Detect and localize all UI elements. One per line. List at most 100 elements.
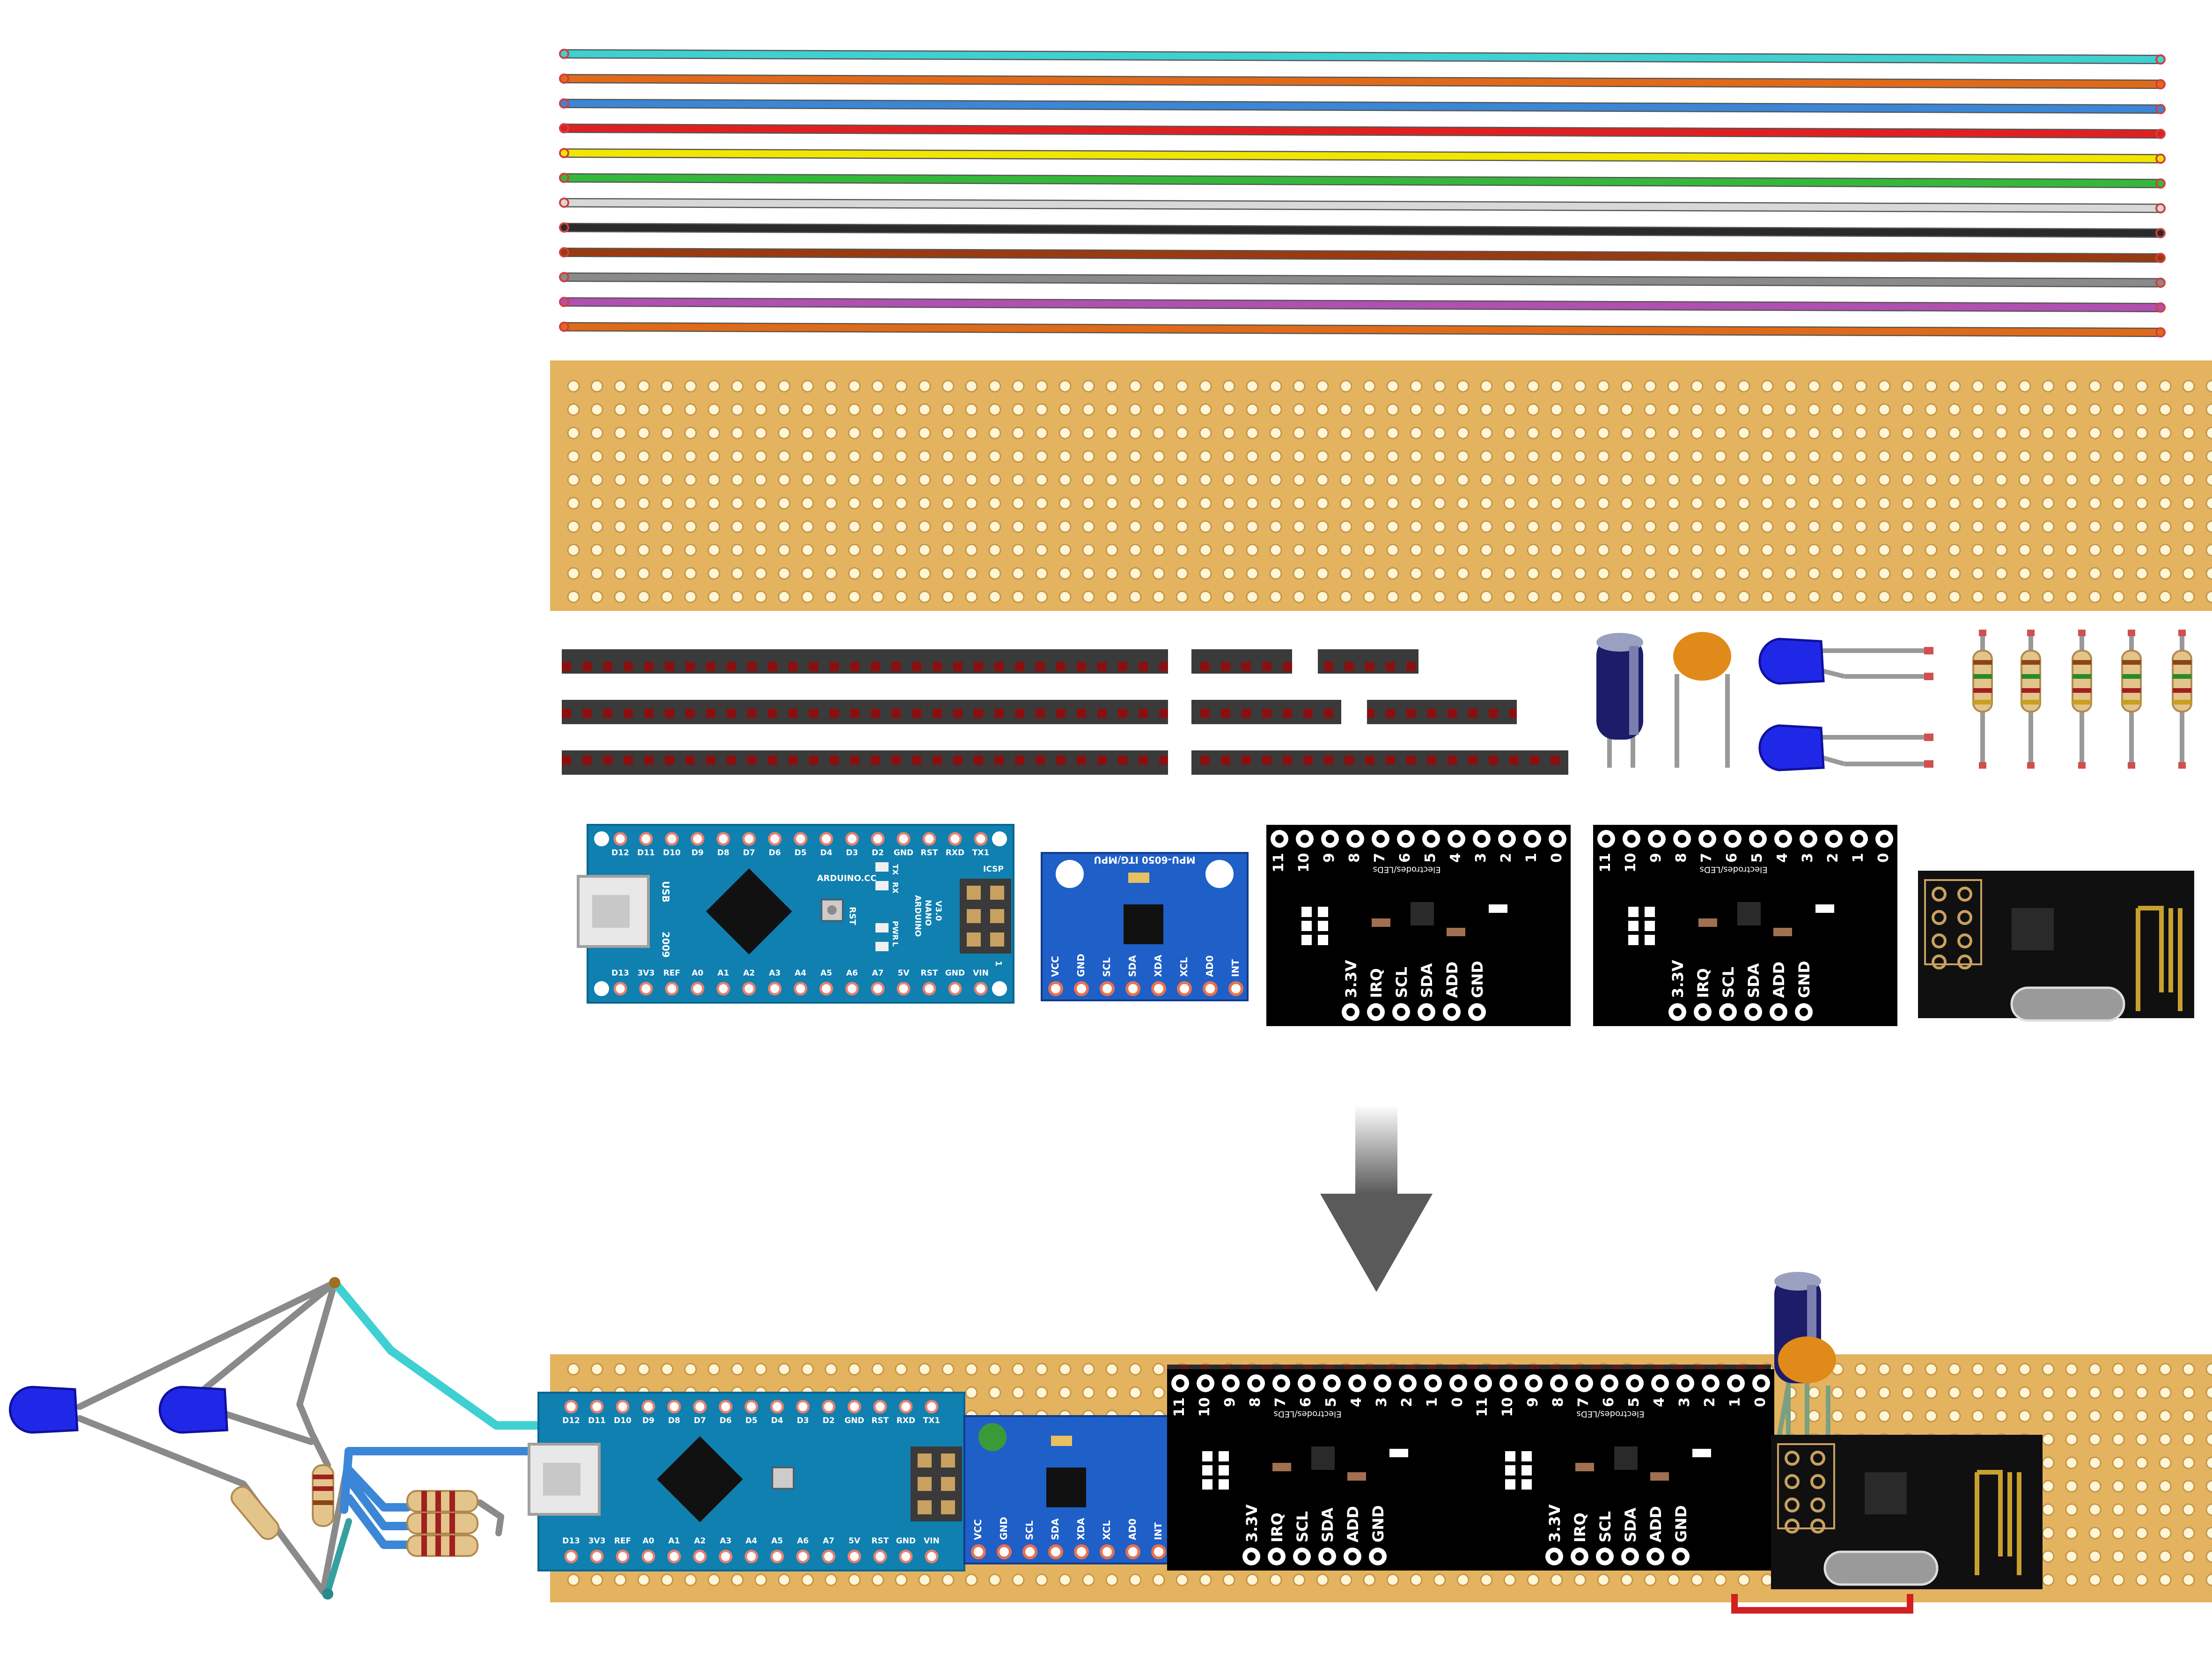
mpu-pin-label: XDA [1153,954,1164,977]
ceramic-capacitor [1673,632,1731,768]
header-strip-4pin-b [1318,649,1418,674]
electrode-io-label: SDA [1319,1507,1337,1542]
wire-end [2155,327,2166,338]
nano-pin [768,982,782,996]
nano-pin [641,1400,655,1414]
nano-pin [974,982,988,996]
electrode-caption: Electrodes/LEDs [1373,865,1440,874]
nano-pin [925,1549,939,1564]
electrode-number: 1 [1850,853,1867,863]
nano-pin [564,1400,578,1414]
mpu-pin-label: SCL [1101,957,1112,977]
nano-pin [616,1400,630,1414]
led-blue-2 [1758,724,1933,771]
nano-pin-label: 5V [898,969,910,978]
nano-pin-label: A2 [694,1536,706,1546]
nano-pin-label: A7 [872,969,884,978]
mpu-pin [1100,1544,1115,1559]
mpu-pin-label: SCL [1024,1520,1035,1540]
svg-text:TX: TX [891,864,900,875]
nano-pin-label: A4 [746,1536,757,1546]
nano-pin [691,982,705,996]
nano-pin [899,1400,913,1414]
nano-pin [796,1400,810,1414]
electrode-chip [1311,1446,1335,1470]
nano-pin [770,1549,784,1564]
svg-text:PWR: PWR [891,921,900,940]
led-external-2 [159,1386,228,1434]
mpu-chip [1124,904,1163,944]
wire-end [559,49,569,59]
jumper-wire-core [560,249,2164,262]
header-strip-long-3 [562,750,1168,775]
mpu-pin [1177,981,1192,996]
mpu-pin-label: AD0 [1204,955,1215,977]
electrode-number: 4 [1448,853,1464,863]
led-blue-1 [1758,638,1933,685]
electrode-io-label: IRQ [1694,968,1712,998]
nano-pin-label: VIN [973,969,989,978]
nano-pin-label: D5 [794,848,807,858]
nano-pin [613,832,627,846]
jumper-wire-core [560,174,2164,187]
svg-text:V3.0: V3.0 [933,901,943,921]
nano-pin [871,832,885,846]
nano-pin-label: A2 [743,969,755,978]
electrode-number: 11 [1474,1397,1491,1417]
wire-end [559,297,569,307]
mpu-pin [1100,981,1115,996]
nano-pin [742,982,756,996]
nano-pin-label: 5V [849,1536,861,1546]
mpu-pin-label: VCC [1050,956,1061,977]
nano-assembled-icsp [911,1446,962,1521]
nano-pin-label: D8 [668,1416,680,1425]
brand-label: ARDUINO.CC [817,874,876,883]
wire-end [2155,178,2166,189]
nano-pin-label: RST [921,848,938,858]
nano-pin-label: RXD [897,1416,915,1425]
nrf24-assembled [1771,1435,2043,1589]
svg-text:NANO: NANO [923,900,933,926]
electrode-io-label: GND [1469,961,1486,998]
nano-pin [847,1400,861,1414]
mpu-pin-label: XCL [1101,1520,1112,1540]
header-strip-12pin [1191,750,1568,775]
electrode-number: 4 [1348,1397,1365,1407]
nano-pin-label: RXD [946,848,964,858]
electrode-chip [1737,902,1761,925]
nano-pin [845,982,859,996]
nano-pin-label: REF [663,969,680,978]
electrode-number: 3 [1800,853,1816,863]
electrode-io-label: ADD [1344,1506,1362,1542]
electrode-number: 6 [1724,853,1740,863]
electrode-io-label: SCL [1596,1511,1614,1542]
nano-pin [719,1549,733,1564]
electrode-io-label: GND [1672,1505,1690,1542]
nano-pin [667,1549,681,1564]
electrode-io-label: SDA [1745,963,1763,998]
mpu-pin [1048,1544,1063,1559]
jumper-wire-core [560,100,2164,113]
electrode-chip [1411,902,1434,925]
nano-pin [845,832,859,846]
mpu-pin [1151,1544,1166,1559]
nano-pin [922,832,936,846]
electrode-number: 1 [1727,1397,1743,1407]
nano-pin-label: A5 [772,1536,783,1546]
mpu-pin [1203,981,1218,996]
nano-pin [744,1400,758,1414]
nano-pin [667,1400,681,1414]
electrode-io-label: SCL [1293,1511,1311,1542]
nano-pin-label: D13 [611,969,629,978]
nano-pin-label: D10 [663,848,681,858]
nano-pin [897,982,911,996]
nano-pin-label: GND [945,969,965,978]
mpu-pin [1125,1544,1140,1559]
nano-pin [897,832,911,846]
electrode-number: 2 [1399,1397,1415,1407]
nano-pin-label: A3 [720,1536,732,1546]
electrode-number: 6 [1298,1397,1314,1407]
